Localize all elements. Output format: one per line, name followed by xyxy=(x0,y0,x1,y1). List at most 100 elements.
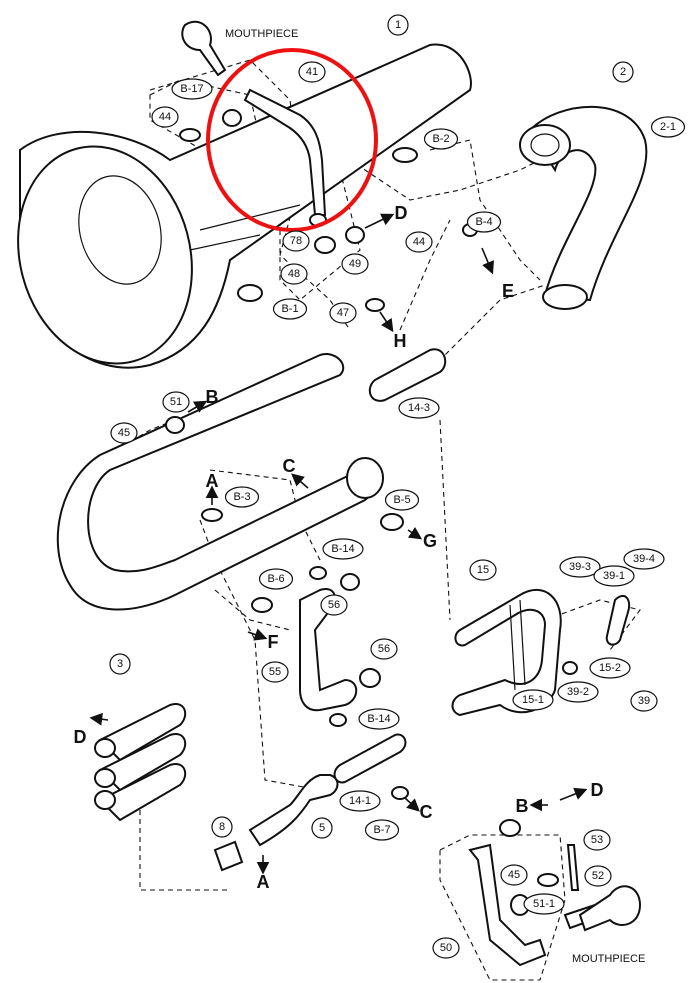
part-label-text: 15-1 xyxy=(522,694,544,706)
part-label-text: B-5 xyxy=(393,494,410,506)
part-label-oval xyxy=(322,538,364,560)
part-label: 45 xyxy=(110,422,138,444)
part-label-oval xyxy=(583,829,611,851)
part-label-oval xyxy=(339,790,381,812)
part-label: B-4 xyxy=(466,211,502,233)
connection-letter: B xyxy=(206,387,219,407)
highlight-circle xyxy=(206,48,378,232)
part-label-text: 39-1 xyxy=(603,570,625,582)
part-label-text: 8 xyxy=(219,821,225,833)
part-label-oval xyxy=(109,653,131,675)
part-label-text: B-2 xyxy=(432,133,449,145)
part-label: 14-1 xyxy=(339,790,381,812)
part-label: 8 xyxy=(211,816,233,838)
part-label-text: 44 xyxy=(159,111,171,123)
part-label: 2 xyxy=(612,61,634,83)
part-label: 44 xyxy=(405,231,433,253)
part-label-text: 15-2 xyxy=(599,662,621,674)
part-label-oval xyxy=(171,78,213,100)
part-label-text: 51 xyxy=(170,396,182,408)
connection-letter: E xyxy=(502,281,514,301)
part-label: B-3 xyxy=(224,486,260,508)
part-label-text: 45 xyxy=(118,427,130,439)
part-label: 15-2 xyxy=(589,657,631,679)
part-label-oval xyxy=(500,864,528,886)
part-label: B-14 xyxy=(322,538,364,560)
part-label-text: 39-2 xyxy=(567,686,589,698)
part-label-text: 2 xyxy=(620,66,626,78)
part-label-text: 3 xyxy=(117,658,123,670)
mouthpiece-top-label: MOUTHPIECE xyxy=(225,28,298,40)
part-label: 47 xyxy=(329,302,357,324)
part-label: 45 xyxy=(500,864,528,886)
part-label: 39 xyxy=(630,690,658,712)
connection-letter: D xyxy=(395,203,408,223)
part-label-oval xyxy=(358,708,400,730)
connection-letter: F xyxy=(268,632,279,652)
part-label-text: B-14 xyxy=(331,543,354,555)
part-label-oval xyxy=(280,263,308,285)
tube-14-3 xyxy=(368,348,447,402)
part-label: 51-1 xyxy=(523,893,565,915)
part-label-text: 2-1 xyxy=(660,121,676,133)
part-label-text: 14-3 xyxy=(408,402,430,414)
part-label-oval xyxy=(650,116,686,138)
part-label-oval xyxy=(612,61,634,83)
part-label-oval xyxy=(559,556,601,578)
connection-letter: A xyxy=(257,872,270,892)
part-label: 39-2 xyxy=(557,681,599,703)
part-label-text: 56 xyxy=(378,643,390,655)
part-label-text: 45 xyxy=(508,869,520,881)
part-label-text: 56 xyxy=(328,599,340,611)
connection-letter: H xyxy=(394,331,407,351)
part-label: 49 xyxy=(341,253,369,275)
part-label-text: 41 xyxy=(306,66,318,78)
part-label: 52 xyxy=(584,865,612,887)
mouthpiece-bottom xyxy=(578,885,642,932)
part-label: 56 xyxy=(320,594,348,616)
part-label-oval xyxy=(423,128,459,150)
part-label-oval xyxy=(557,681,599,703)
part-39 xyxy=(562,594,631,675)
direction-arrows xyxy=(89,213,588,875)
part-label-text: 39-3 xyxy=(569,561,591,573)
part-label: 1 xyxy=(387,14,409,36)
part-label: 78 xyxy=(282,230,310,252)
part-label-oval xyxy=(110,422,138,444)
valve-cluster xyxy=(94,703,187,822)
part-label: 39-1 xyxy=(593,565,635,587)
part-label-text: 78 xyxy=(290,235,302,247)
part-label-text: 51-1 xyxy=(533,898,555,910)
part-label-text: 44 xyxy=(413,236,425,248)
bell-section xyxy=(17,43,472,369)
part-label: 44 xyxy=(151,106,179,128)
part-label: 5 xyxy=(311,817,333,839)
part-label: 48 xyxy=(280,263,308,285)
connection-letter: C xyxy=(283,456,296,476)
part-label-text: 14-1 xyxy=(349,795,371,807)
part-label-oval xyxy=(282,230,310,252)
connection-letter: C xyxy=(420,802,433,822)
bow-section xyxy=(56,353,384,611)
part-label-oval xyxy=(593,565,635,587)
part-label-oval xyxy=(584,865,612,887)
part-label-text: B-6 xyxy=(267,573,284,585)
part-label-text: 53 xyxy=(591,834,603,846)
part-label-text: 15 xyxy=(477,564,489,576)
part-label-oval xyxy=(630,690,658,712)
part-label-oval xyxy=(311,817,333,839)
tube-15 xyxy=(451,589,562,717)
mouthpiece-bottom-label: MOUTHPIECE xyxy=(572,953,645,965)
part-label-oval xyxy=(384,489,420,511)
part-label: 41 xyxy=(298,61,326,83)
part-label-text: 1 xyxy=(395,19,401,31)
part-label-text: 5 xyxy=(319,822,325,834)
part-label: 53 xyxy=(583,829,611,851)
part-label-oval xyxy=(329,302,357,324)
crook-section xyxy=(519,105,648,310)
part-label-text: B-7 xyxy=(373,824,390,836)
part-label-oval xyxy=(298,61,326,83)
part-label: 15 xyxy=(469,559,497,581)
